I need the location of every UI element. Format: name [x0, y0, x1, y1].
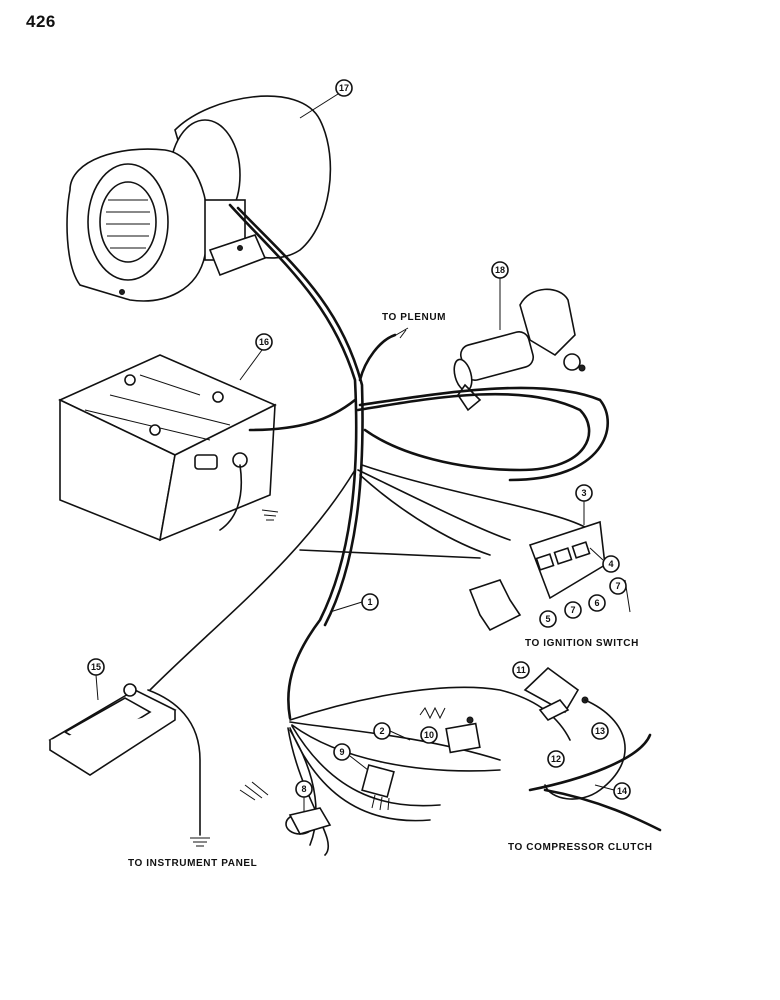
- callout-8: 8: [301, 784, 306, 794]
- callout-15: 15: [91, 662, 101, 672]
- callout-5: 5: [545, 614, 550, 624]
- page-number: 426: [26, 12, 56, 31]
- control-module: [48, 683, 210, 847]
- label-to-instrument-panel: TO INSTRUMENT PANEL: [128, 858, 257, 869]
- capacitor-8: [239, 781, 332, 835]
- relay-9: [361, 764, 395, 811]
- callout-7a: 7: [615, 581, 620, 591]
- callout-7b: 7: [570, 605, 575, 615]
- callout-2: 2: [379, 726, 384, 736]
- callout-9: 9: [339, 747, 344, 757]
- actuator-assembly: [453, 288, 586, 412]
- callout-12: 12: [551, 754, 561, 764]
- blower-motor-assembly: [66, 95, 332, 302]
- label-to-compressor-clutch: TO COMPRESSOR CLUTCH: [508, 842, 653, 853]
- label-to-ignition-switch: TO IGNITION SWITCH: [525, 638, 639, 649]
- callout-3: 3: [581, 488, 586, 498]
- callout-6: 6: [594, 598, 599, 608]
- callout-11: 11: [516, 665, 526, 675]
- relay-connector-block: [468, 520, 631, 632]
- resistor-block-10: [419, 706, 481, 754]
- callout-4: 4: [608, 559, 613, 569]
- label-to-plenum: TO PLENUM: [382, 312, 446, 323]
- switch-11: [523, 666, 589, 722]
- callout-18: 18: [495, 265, 505, 275]
- callout-10: 10: [424, 730, 434, 740]
- callout-16: 16: [259, 337, 269, 347]
- callout-17: 17: [339, 83, 349, 93]
- callout-1: 1: [367, 597, 372, 607]
- compressor-clutch-wires: [528, 699, 662, 832]
- callout-14: 14: [617, 786, 627, 796]
- callout-13: 13: [595, 726, 605, 736]
- main-wire-harness: [149, 203, 609, 856]
- heater-core-unit: [58, 354, 279, 542]
